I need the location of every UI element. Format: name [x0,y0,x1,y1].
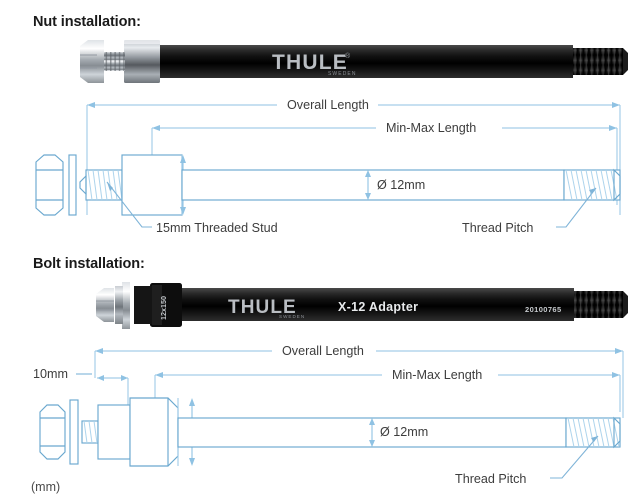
dim-overall-length-nut: Overall Length [86,98,621,215]
nut-outline-drawing [35,154,77,216]
thule-brand-sub-bolt: SWEDEN [279,314,305,319]
part-number-bolt: 20100765 [525,305,562,314]
dim-min-max-length-nut: Min-Max Length [151,121,618,205]
thule-brand-text-nut: THULE [272,51,348,74]
dim-diameter-12-nut: Ø 12mm [365,170,425,200]
dim-diameter-12-bolt: Ø 12mm [369,418,428,447]
nut-technical-drawing: Overall Length Min-Max Length [35,98,621,235]
nut-axle-render: THULE SWEDEN ® [80,40,628,83]
label-thread-pitch-bolt: Thread Pitch [455,472,526,486]
dim-label-min-max-length-nut: Min-Max Length [386,121,476,135]
label-threaded-stud-nut: 15mm Threaded Stud [156,221,278,235]
barrel-20mm-drawing-bolt [97,397,179,467]
thule-brand-text-bolt: THULE [228,297,297,318]
model-name-bolt: X-12 Adapter [338,300,418,314]
dim-label-head-offset-bolt: 10mm [33,367,68,381]
leader-threaded-stud-nut: 15mm Threaded Stud [106,181,278,235]
leader-thread-pitch-bolt: Thread Pitch [455,435,599,486]
dim-label-overall-length-bolt: Overall Length [282,344,364,358]
leader-thread-pitch-nut: Thread Pitch [462,187,597,235]
bolt-head-outline-drawing [39,399,99,465]
thule-brand-sub-nut: SWEDEN [328,71,357,77]
nut-installation-heading: Nut installation: [33,14,141,30]
label-thread-pitch-nut: Thread Pitch [462,221,533,235]
dim-label-diameter-12-nut: Ø 12mm [377,178,425,192]
bolt-axle-render: 12x150 THULE SWEDEN X-12 Adapter 2010076… [96,282,628,329]
thread-pitch-hatch-nut [563,168,621,202]
dim-label-overall-length-nut: Overall Length [287,98,369,112]
collar-marking-bolt: 12x150 [159,296,168,320]
bolt-installation-heading: Bolt installation: [33,256,145,272]
unit-note: (mm) [31,480,61,494]
dim-label-min-max-length-bolt: Min-Max Length [392,368,482,382]
dim-min-max-length-bolt: Min-Max Length [154,368,621,412]
dim-label-diameter-12-bolt: Ø 12mm [380,425,428,439]
dim-overall-length-bolt: Overall Length [94,344,624,418]
bolt-technical-drawing: Overall Length 10mm Min-Max Length [33,344,624,486]
registered-mark-nut: ® [345,52,351,60]
threaded-stud-drawing [79,169,123,201]
barrel-20mm-drawing [121,154,183,216]
shaft-12mm-drawing [181,169,565,201]
